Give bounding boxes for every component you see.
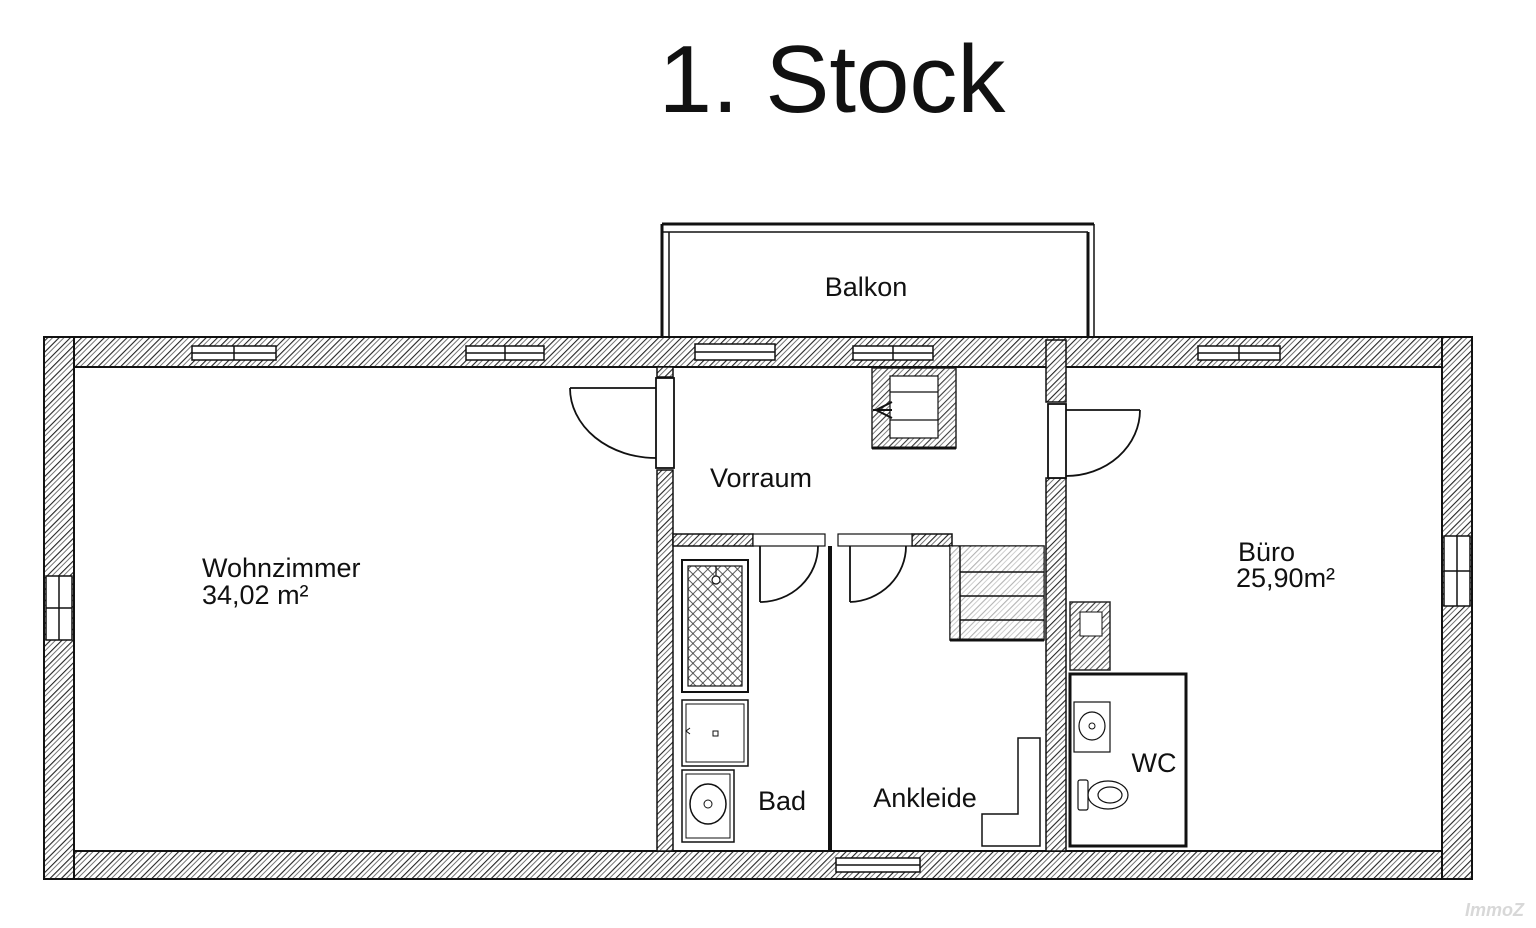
page-title: 1. Stock <box>659 26 1007 133</box>
wc-sink <box>1073 701 1111 753</box>
room-label-bad: Bad <box>758 786 806 816</box>
staircase <box>871 367 1045 642</box>
room-label-wohnzimmer: Wohnzimmer <box>202 553 361 583</box>
balcony <box>660 222 1095 340</box>
wc-enclosure <box>1068 601 1188 848</box>
bathtub <box>681 559 749 693</box>
bath-sink <box>681 769 735 843</box>
doors <box>569 377 1188 832</box>
room-label-wc: WC <box>1132 748 1177 778</box>
watermark: ImmoZ <box>1465 900 1525 920</box>
room-label-buero: Büro <box>1238 537 1295 567</box>
outer-walls <box>43 336 1473 880</box>
shower-tray <box>681 699 749 767</box>
room-area-buero: 25,90m² <box>1236 563 1335 593</box>
room-area-wohnzimmer: 34,02 m² <box>202 580 309 610</box>
interior-walls <box>656 339 1067 852</box>
windows <box>45 343 1471 873</box>
room-label-vorraum: Vorraum <box>710 463 812 493</box>
room-label-balkon: Balkon <box>825 272 908 302</box>
wardrobe <box>981 737 1041 847</box>
room-label-ankleide: Ankleide <box>873 783 977 813</box>
toilet <box>1077 779 1129 811</box>
